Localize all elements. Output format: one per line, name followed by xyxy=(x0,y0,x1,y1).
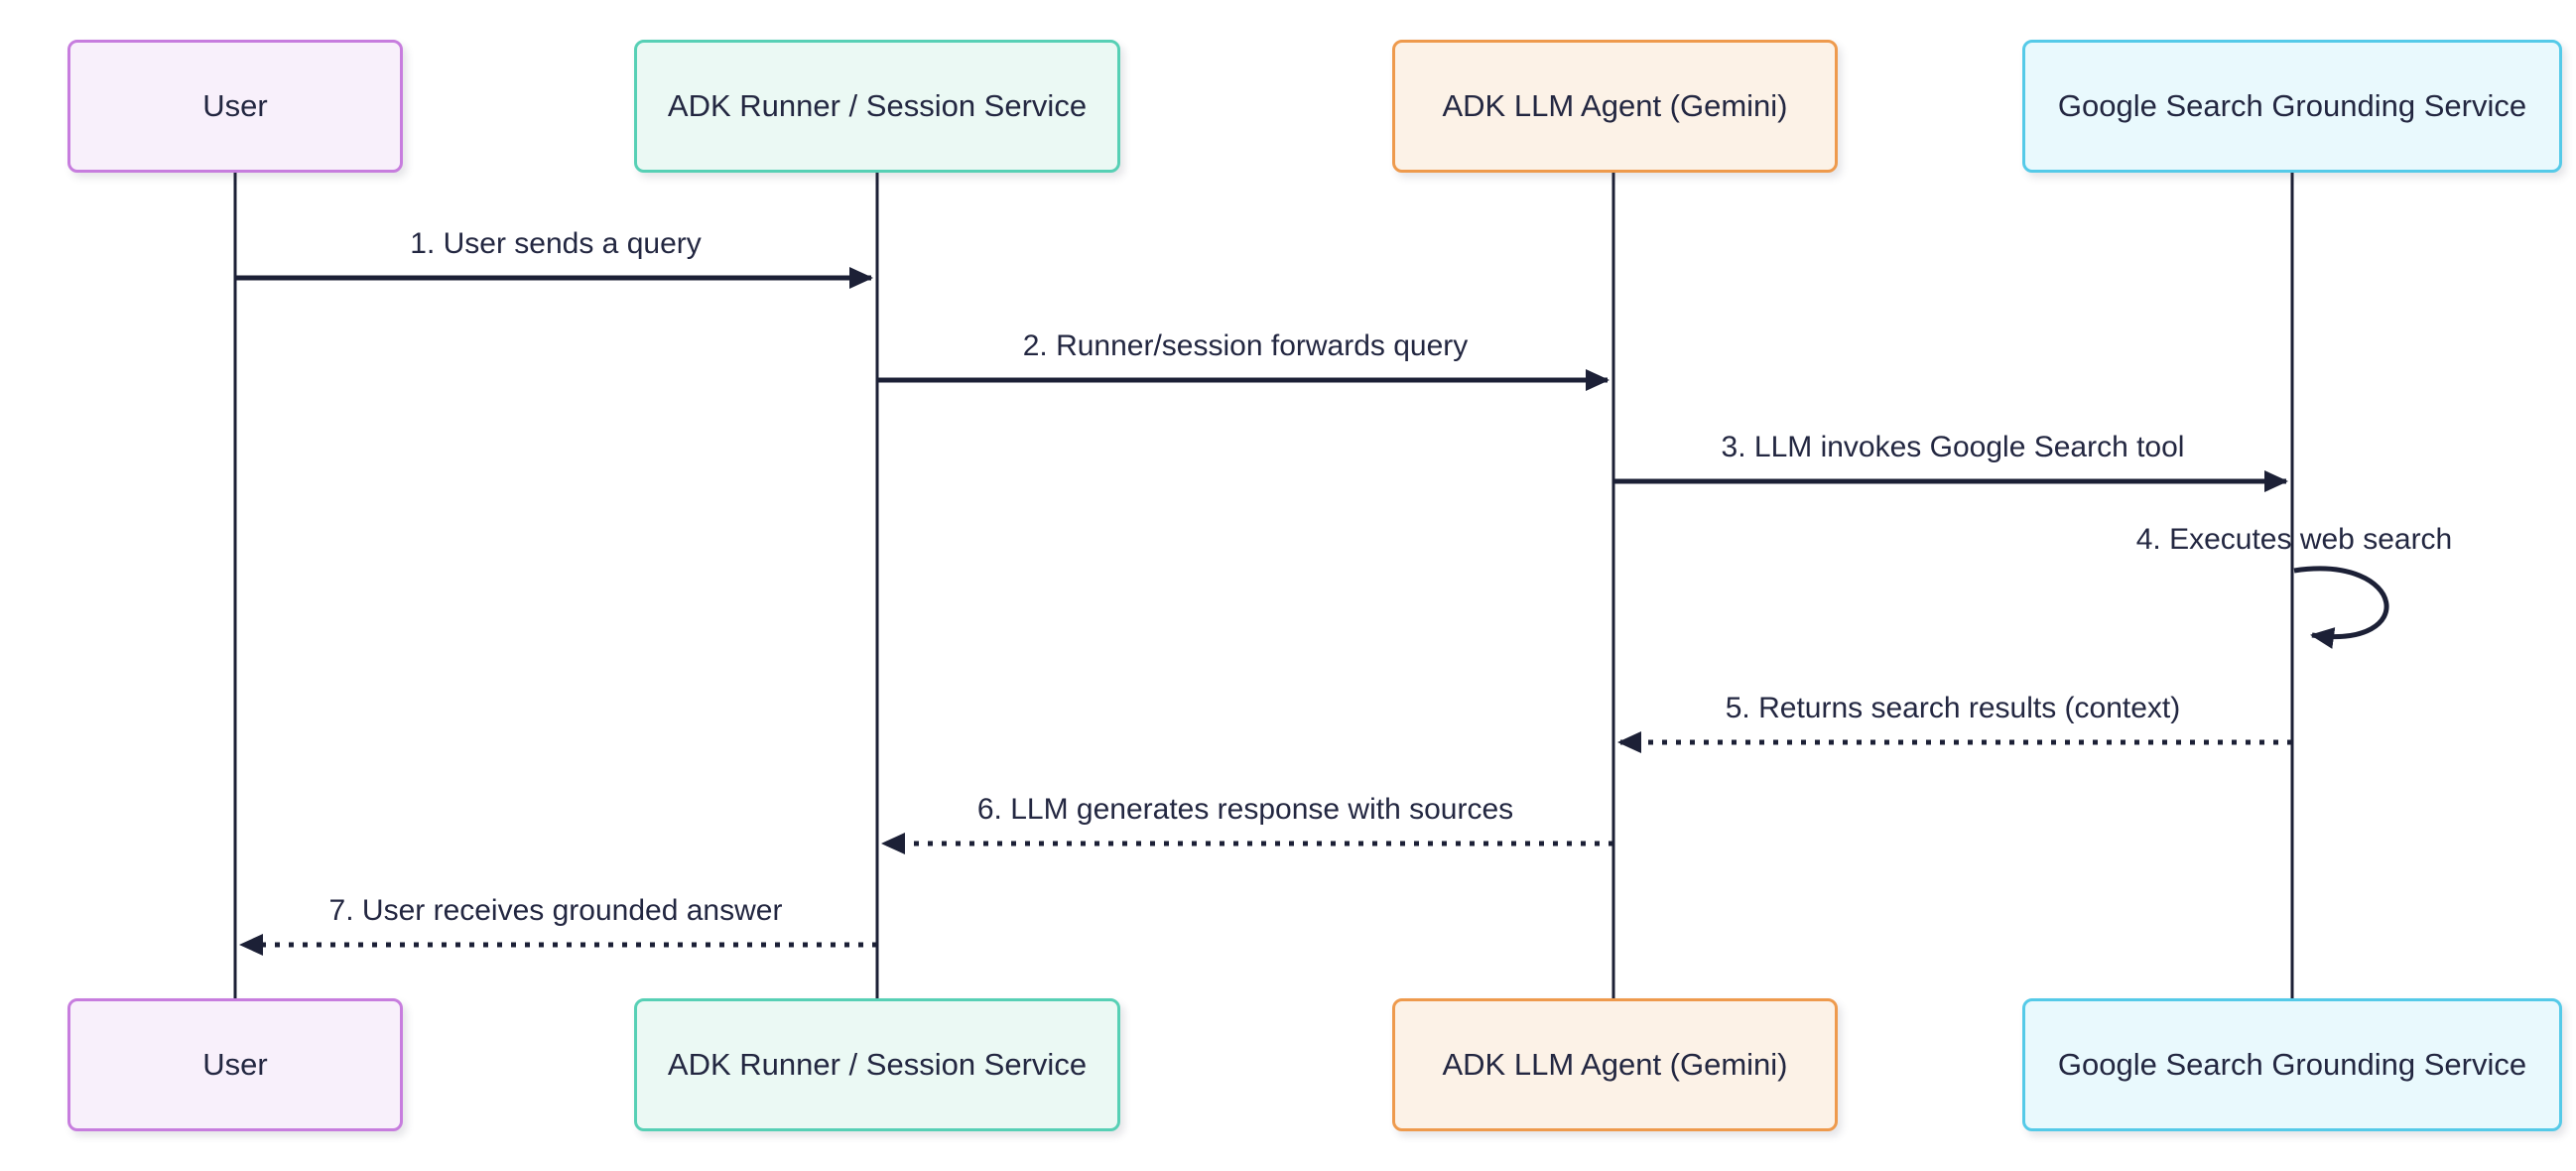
actor-box-runner-bottom: ADK Runner / Session Service xyxy=(634,998,1120,1131)
actor-label-google-top: Google Search Grounding Service xyxy=(2057,88,2527,123)
actor-label-user-top: User xyxy=(202,88,268,123)
actor-box-agent-bottom: ADK LLM Agent (Gemini) xyxy=(1392,998,1838,1131)
message-label-7: 7. User receives grounded answer xyxy=(328,894,783,927)
actor-label-runner-bottom: ADK Runner / Session Service xyxy=(667,1047,1088,1082)
actor-label-google-bottom: Google Search Grounding Service xyxy=(2057,1047,2527,1082)
actor-box-user-bottom: User xyxy=(67,998,403,1131)
message-label-1: 1. User sends a query xyxy=(410,227,702,260)
message-label-2: 2. Runner/session forwards query xyxy=(1022,329,1469,362)
message-label-6: 6. LLM generates response with sources xyxy=(976,793,1514,826)
actor-box-google-bottom: Google Search Grounding Service xyxy=(2022,998,2562,1131)
message-self-loop-4 xyxy=(2293,566,2389,649)
actor-label-runner-top: ADK Runner / Session Service xyxy=(667,88,1088,123)
actor-box-runner-top: ADK Runner / Session Service xyxy=(634,40,1120,173)
actor-box-agent-top: ADK LLM Agent (Gemini) xyxy=(1392,40,1838,173)
message-label-5: 5. Returns search results (context) xyxy=(1725,692,2181,724)
actor-box-google-top: Google Search Grounding Service xyxy=(2022,40,2562,173)
actor-label-agent-bottom: ADK LLM Agent (Gemini) xyxy=(1442,1047,1788,1082)
message-label-3: 3. LLM invokes Google Search tool xyxy=(1721,431,2185,463)
actor-label-agent-top: ADK LLM Agent (Gemini) xyxy=(1442,88,1788,123)
message-label-4: 4. Executes web search xyxy=(2135,523,2453,556)
actor-box-user-top: User xyxy=(67,40,403,173)
actor-label-user-bottom: User xyxy=(202,1047,268,1082)
